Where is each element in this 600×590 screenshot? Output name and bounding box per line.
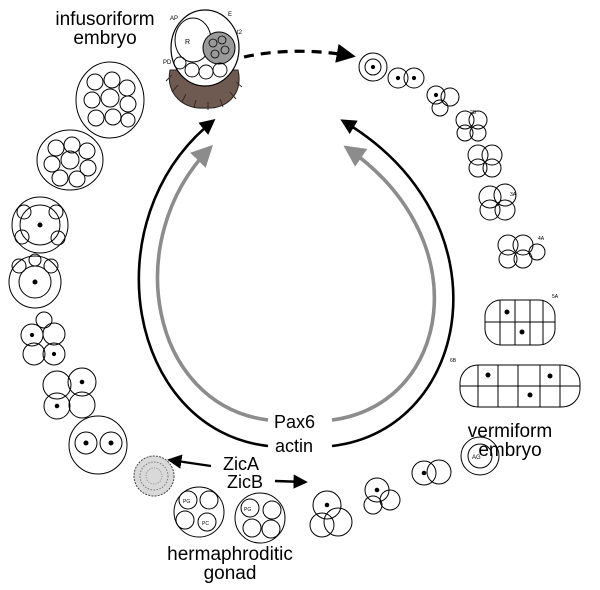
zica-arrow — [167, 454, 212, 469]
dashed-transition-arrow — [243, 43, 356, 63]
tag-4A: 4A — [538, 236, 545, 242]
actin-label: actin — [275, 436, 314, 456]
inner-right-arrow — [331, 145, 437, 422]
svg-text:PG: PG — [244, 507, 251, 513]
tag-AG: AG — [472, 455, 481, 461]
vermiform-label-line1: vermiform — [467, 421, 553, 442]
infusoriform-label-line1: infusoriform — [55, 9, 155, 30]
vermiform-series: 2B 3A 4A 5A — [358, 52, 581, 408]
stages-bottom-right: AG — [309, 436, 500, 538]
cycle-arrows — [137, 43, 455, 489]
cleavage-stages-left — [8, 61, 175, 497]
tag-5A: 5A — [552, 294, 559, 300]
stage-right-8: 5A — [484, 294, 559, 346]
gonad-cluster: PG PC PG — [173, 486, 286, 544]
stage-left-7 — [68, 415, 128, 475]
vermiform-label-line2: embryo — [478, 440, 542, 461]
tag-AP: AP — [170, 16, 178, 22]
svg-text:PC: PC — [202, 521, 209, 527]
stage-left-6 — [42, 367, 97, 420]
stage-right-7: 4A — [497, 234, 546, 269]
stage-left-3 — [11, 196, 69, 254]
pax6-label: Pax6 — [274, 412, 316, 432]
zicb-label: ZicB — [227, 472, 263, 492]
zygote — [133, 455, 175, 497]
svg-text:PG: PG — [183, 499, 190, 505]
infusoriform-label: infusoriform embryo — [45, 10, 165, 48]
gonad-label-line1: hermaphroditic — [167, 544, 293, 565]
inner-left-arrow — [155, 144, 269, 422]
stage-right-4: 2B — [455, 110, 488, 142]
stage-right-6: 3A — [478, 183, 517, 221]
infusoriform-label-line2: embryo — [73, 28, 137, 49]
stage-right-3 — [426, 85, 460, 117]
stage-left-4 — [8, 253, 62, 309]
tag-3A: 3A — [510, 192, 517, 198]
stage-left-2 — [36, 129, 104, 191]
tag-R: R — [185, 39, 190, 46]
stage-left-1 — [75, 61, 145, 139]
gonad-label-line2: gonad — [203, 563, 257, 584]
stage-right-5 — [467, 144, 503, 178]
stage-right-2 — [387, 67, 425, 89]
vermiform-label: vermiform embryo — [455, 422, 565, 460]
outer-left-arrow — [137, 119, 269, 448]
tag-2B: 2B — [470, 110, 477, 116]
zicb-arrow — [274, 474, 308, 489]
tag-6B: 6B — [450, 358, 457, 364]
zica-label: ZicA — [223, 454, 259, 474]
outer-right-arrow — [331, 119, 455, 448]
gonad-label: hermaphroditic gonad — [155, 545, 305, 583]
stage-right-9: 6B — [450, 358, 581, 408]
stage-left-5 — [20, 311, 66, 366]
infusoriform-embryo-drawing: R PD E AP t2 — [163, 9, 243, 110]
tag-PD: PD — [163, 60, 172, 66]
stage-right-1 — [358, 52, 388, 82]
tag-E: E — [228, 12, 232, 18]
tag-t2: t2 — [237, 30, 243, 36]
